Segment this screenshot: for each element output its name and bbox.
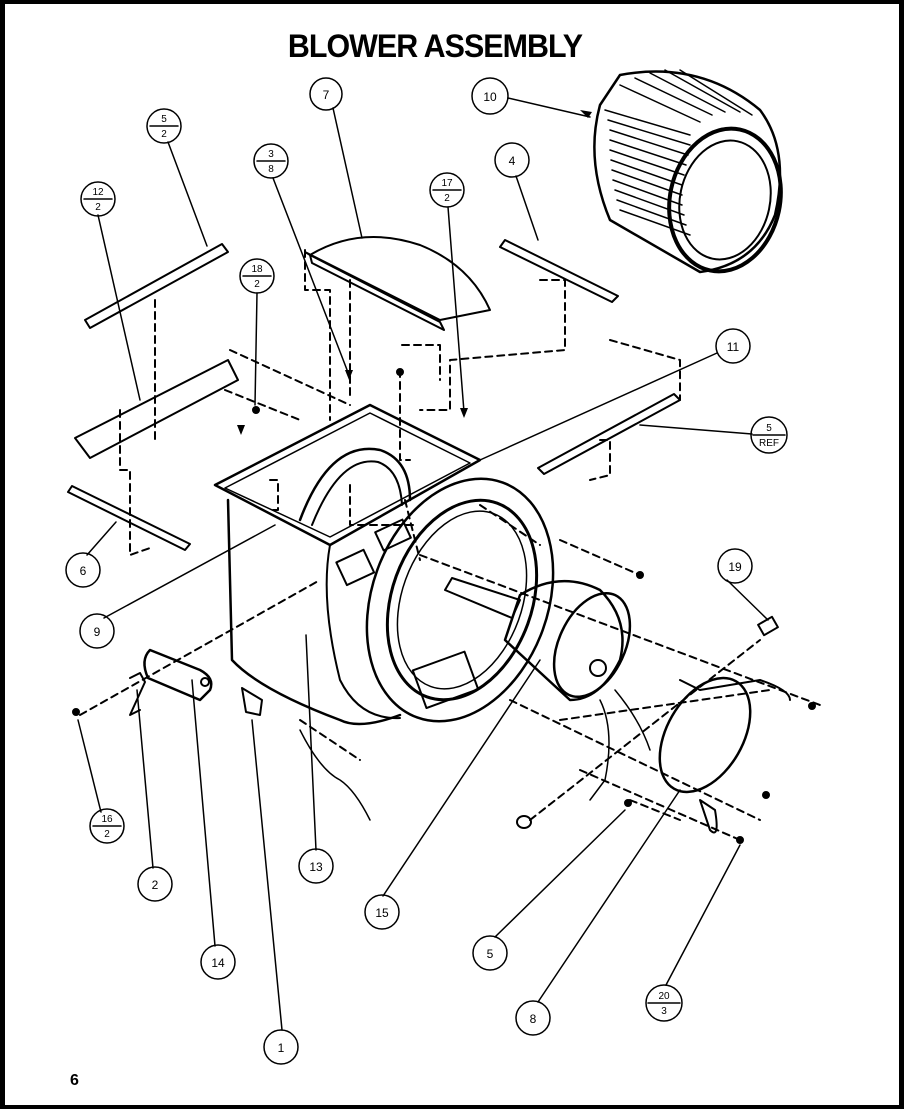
callout-10: 10	[471, 77, 509, 115]
callout-3-8: 3 8	[253, 143, 289, 179]
callout-12-2: 12 2	[80, 181, 116, 217]
callout-7: 7	[309, 77, 343, 111]
callout-19: 19	[717, 548, 753, 584]
callout-5: 5	[472, 935, 508, 971]
strip-6	[67, 485, 191, 551]
svg-text:13: 13	[309, 860, 323, 874]
svg-text:6: 6	[80, 564, 87, 578]
svg-text:18: 18	[251, 264, 263, 275]
svg-text:2: 2	[104, 829, 110, 840]
callout-6: 6	[65, 552, 101, 588]
assembly-guide-lines	[79, 249, 821, 841]
svg-text:8: 8	[268, 164, 274, 175]
callout-1: 1	[263, 1029, 299, 1065]
hardware	[72, 368, 816, 844]
callout-18-2: 18 2	[239, 258, 275, 294]
svg-text:15: 15	[375, 906, 389, 920]
callout-2: 2	[137, 866, 173, 902]
grommet	[516, 815, 532, 829]
callout-5-2: 5 2	[146, 108, 182, 144]
top-strip-5	[84, 243, 229, 329]
strip-4	[499, 239, 619, 303]
callouts: 7 10 5 2 3 8 17 2 4 12 2 18 2 11 5 REF 6…	[65, 77, 788, 1065]
svg-text:2: 2	[254, 279, 260, 290]
svg-text:9: 9	[94, 625, 101, 639]
svg-text:8: 8	[530, 1012, 537, 1026]
capacitor-bracket	[129, 672, 146, 716]
svg-text:12: 12	[92, 187, 104, 198]
strip-12	[74, 359, 239, 459]
strip-5-ref	[537, 393, 681, 475]
svg-text:2: 2	[444, 193, 450, 204]
bolt-19	[757, 615, 779, 637]
svg-text:2: 2	[161, 129, 167, 140]
svg-text:2: 2	[95, 202, 101, 213]
callout-16-2: 16 2	[89, 808, 125, 844]
diagram-title: BLOWER ASSEMBLY	[287, 28, 583, 64]
svg-text:19: 19	[728, 560, 742, 574]
blower-wheel	[593, 69, 783, 274]
callout-17-2: 17 2	[429, 172, 465, 208]
callout-5-ref: 5 REF	[750, 416, 788, 454]
arrow-heads	[237, 110, 592, 435]
cutoff-panel-7	[304, 236, 491, 331]
svg-text:20: 20	[658, 991, 670, 1002]
svg-text:10: 10	[483, 90, 497, 104]
callout-4: 4	[494, 142, 530, 178]
callout-11: 11	[715, 328, 751, 364]
svg-text:2: 2	[152, 878, 159, 892]
callout-15: 15	[364, 894, 400, 930]
svg-text:16: 16	[101, 814, 113, 825]
svg-text:5: 5	[487, 947, 494, 961]
page-number: 6	[70, 1072, 79, 1089]
svg-text:14: 14	[211, 956, 225, 970]
svg-text:3: 3	[268, 149, 274, 160]
svg-text:5: 5	[766, 423, 772, 434]
leader-lines	[77, 97, 769, 1031]
svg-text:4: 4	[509, 154, 516, 168]
motor-mount-band	[658, 676, 791, 834]
svg-text:7: 7	[323, 88, 330, 102]
svg-text:11: 11	[727, 340, 740, 354]
svg-text:3: 3	[661, 1006, 667, 1017]
callout-8: 8	[515, 1000, 551, 1036]
svg-text:1: 1	[278, 1041, 285, 1055]
callout-20-3: 20 3	[645, 984, 683, 1022]
svg-text:17: 17	[441, 178, 453, 189]
switch-1	[241, 687, 263, 716]
capacitor	[143, 648, 213, 702]
callout-13: 13	[298, 848, 334, 884]
blower-motor	[444, 577, 651, 801]
callout-14: 14	[200, 944, 236, 980]
svg-text:5: 5	[161, 114, 167, 125]
callout-9: 9	[79, 613, 115, 649]
svg-text:REF: REF	[759, 438, 779, 449]
